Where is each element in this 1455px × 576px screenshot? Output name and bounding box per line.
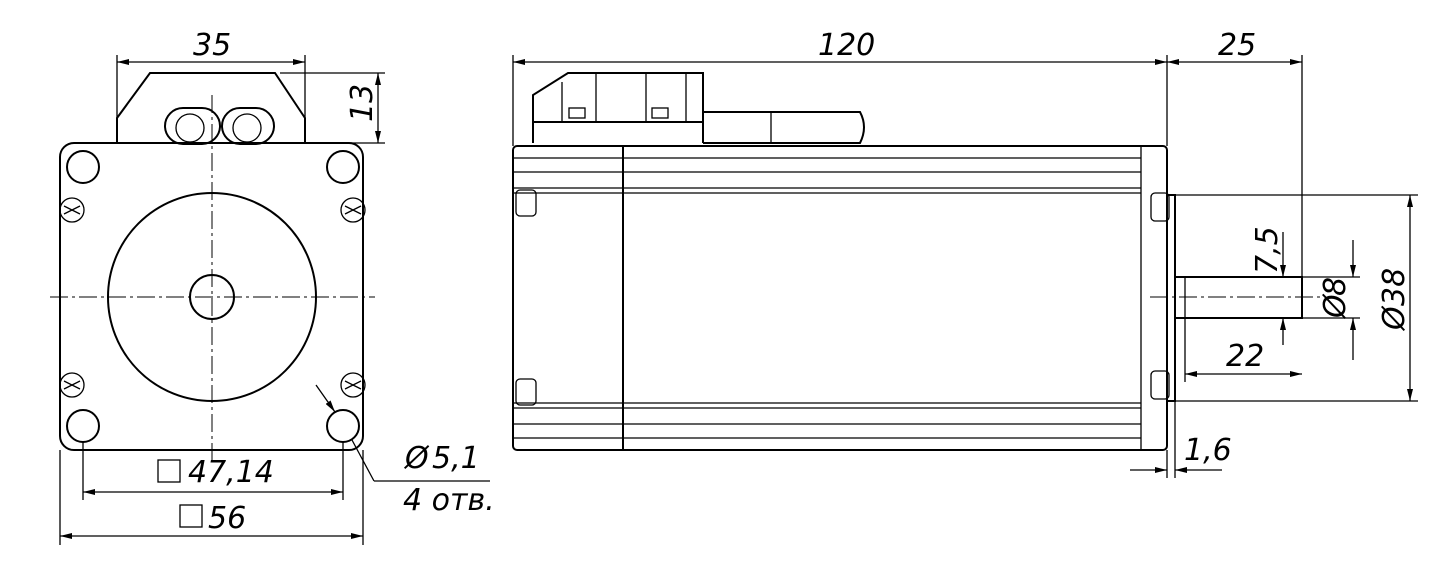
- dim-flat-length: 22: [1226, 339, 1264, 374]
- dim-shaft-length: 25: [1218, 28, 1256, 63]
- dim-hole-diameter: 5,1: [432, 441, 480, 476]
- dim-bolt-square: 47,14: [188, 455, 274, 490]
- screw-icon: [515, 378, 537, 406]
- motor-body: [512, 145, 1168, 451]
- dim-connector-height: 13: [345, 84, 380, 122]
- side-view: 120 25 7,5 Ø 8 Ø 38 22 1,6: [512, 28, 1418, 478]
- dim-boss-height: 1,6: [1184, 433, 1232, 468]
- dim-flange-square: 56: [208, 501, 246, 536]
- dim-flat-depth: 7,5: [1250, 226, 1285, 274]
- dim-body-length: 120: [818, 28, 875, 63]
- dim-boss-diameter: 38: [1377, 268, 1412, 306]
- dim-hole-count: 4 отв.: [403, 483, 495, 518]
- square-symbol-icon: [179, 504, 203, 528]
- screw-icon: [59, 197, 85, 223]
- screw-icon: [515, 189, 537, 217]
- diameter-symbol: Ø: [1377, 305, 1412, 332]
- front-view: 35 13 47,14 56 Ø 5,1 4 отв.: [50, 28, 495, 545]
- mounting-hole: [66, 409, 100, 443]
- screw-icon: [340, 372, 366, 398]
- screw-icon: [340, 197, 366, 223]
- cable: [703, 111, 865, 144]
- side-connector: [532, 72, 704, 143]
- screw-icon: [1150, 370, 1170, 400]
- pilot-boss-side: [1166, 194, 1176, 402]
- mounting-hole: [66, 150, 100, 184]
- mounting-hole: [326, 409, 360, 443]
- screw-icon: [59, 372, 85, 398]
- mounting-hole: [326, 150, 360, 184]
- screw-icon: [1150, 192, 1170, 222]
- dim-connector-width: 35: [193, 28, 231, 63]
- diameter-symbol: Ø: [1318, 293, 1353, 320]
- dim-shaft-diameter: 8: [1318, 277, 1353, 296]
- square-symbol-icon: [157, 459, 181, 483]
- front-connector: [116, 72, 306, 145]
- diameter-symbol: Ø: [403, 441, 430, 476]
